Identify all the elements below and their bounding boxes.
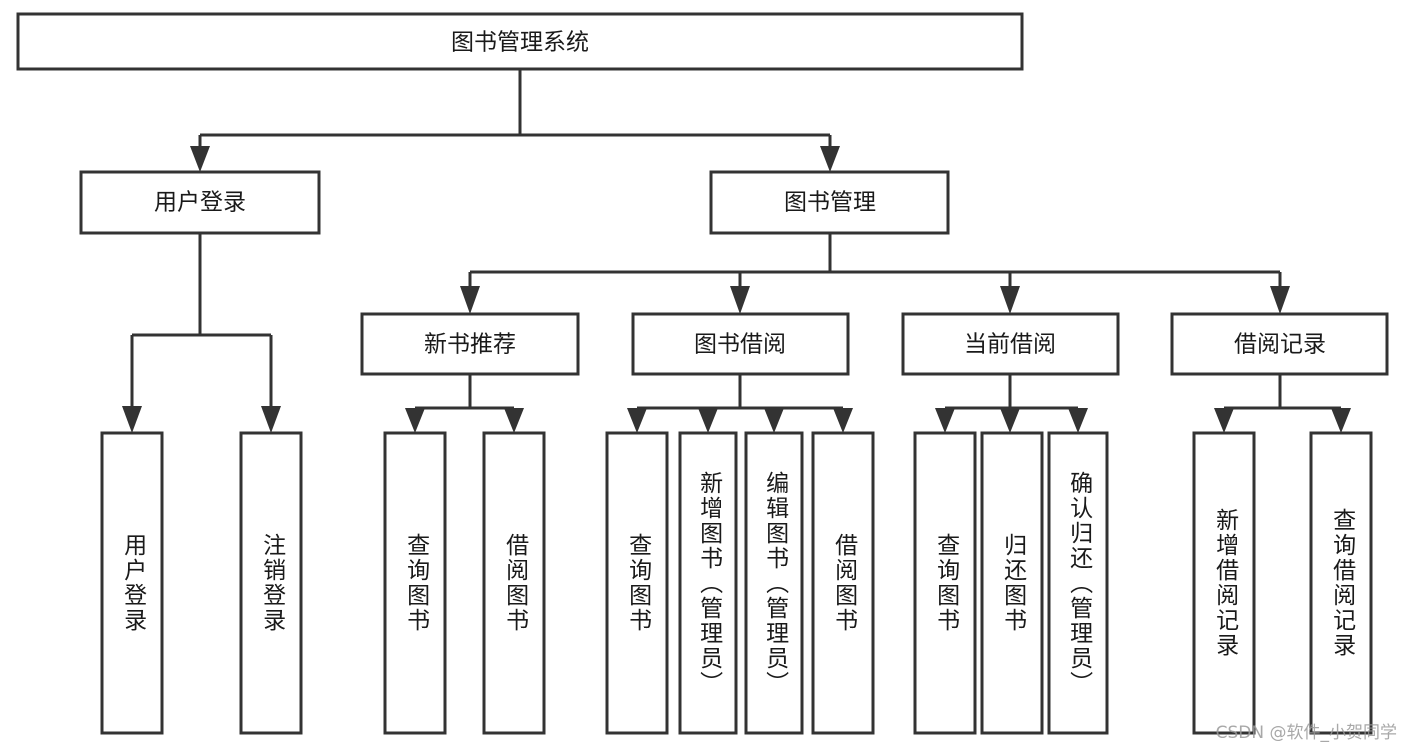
arrow-head-current-borrow bbox=[1000, 286, 1020, 314]
arrow-head-leaf-query-book-1 bbox=[405, 408, 425, 433]
node-book-borrow-label: 图书借阅 bbox=[694, 332, 786, 358]
node-book-manage-label: 图书管理 bbox=[784, 190, 876, 216]
node-root-box[interactable] bbox=[16, 12, 1024, 71]
node-user-login-label: 用户登录 bbox=[154, 190, 246, 216]
connector-group-book-borrow bbox=[627, 374, 853, 433]
node-user-login-box[interactable] bbox=[79, 170, 321, 235]
leaf-box-borrow-book-1[interactable] bbox=[482, 431, 546, 735]
node-new-book-recommend-label: 新书推荐 bbox=[424, 332, 516, 358]
leaf-box-user-logout[interactable] bbox=[239, 431, 303, 735]
arrow-head-leaf-confirm-return bbox=[1068, 408, 1088, 433]
arrow-head-leaf-borrow-book-2 bbox=[833, 408, 853, 433]
node-current-borrow-label: 当前借阅 bbox=[964, 332, 1056, 358]
leaf-box-user-login[interactable] bbox=[100, 431, 164, 735]
arrow-head-leaf-return-book bbox=[1000, 408, 1020, 433]
node-book-manage-box[interactable] bbox=[709, 170, 950, 235]
node-root[interactable]: 图书管理系统 bbox=[16, 12, 1024, 71]
connector-group-book-manage bbox=[460, 233, 1290, 314]
node-current-borrow-box[interactable] bbox=[901, 312, 1120, 376]
leaf-box-query-book-1[interactable] bbox=[383, 431, 447, 735]
leaf-box-query-record[interactable] bbox=[1309, 431, 1373, 735]
node-user-login[interactable]: 用户登录 bbox=[79, 170, 321, 235]
leaf-box-return-book[interactable] bbox=[980, 431, 1044, 735]
node-new-book-recommend[interactable]: 新书推荐 bbox=[360, 312, 580, 376]
arrow-head-book-manage bbox=[820, 146, 840, 172]
node-book-borrow-box[interactable] bbox=[631, 312, 850, 376]
connector-group-root bbox=[190, 69, 840, 172]
arrow-head-leaf-borrow-book-1 bbox=[504, 408, 524, 433]
arrow-head-leaf-query-record bbox=[1331, 408, 1351, 433]
node-book-borrow[interactable]: 图书借阅 bbox=[631, 312, 850, 376]
node-new-book-recommend-box[interactable] bbox=[360, 312, 580, 376]
node-borrow-record-label: 借阅记录 bbox=[1234, 332, 1326, 358]
arrow-head-leaf-edit-book bbox=[764, 408, 784, 433]
leaf-boxes bbox=[100, 431, 1373, 735]
node-root-label: 图书管理系统 bbox=[451, 30, 589, 56]
arrow-head-leaf-add-book bbox=[698, 408, 718, 433]
arrow-head-book-borrow bbox=[730, 286, 750, 314]
watermark-text: CSDN @软件_小贺同学 bbox=[1215, 723, 1397, 743]
arrow-head-leaf-add-record bbox=[1214, 408, 1234, 433]
leaf-box-edit-book[interactable] bbox=[744, 431, 804, 735]
arrow-head-leaf-query-book-2 bbox=[627, 408, 647, 433]
connector-group-new-book-recommend bbox=[405, 374, 524, 433]
leaf-box-confirm-return[interactable] bbox=[1047, 431, 1109, 735]
node-current-borrow[interactable]: 当前借阅 bbox=[901, 312, 1120, 376]
leaf-box-add-record[interactable] bbox=[1192, 431, 1256, 735]
leaf-box-add-book[interactable] bbox=[678, 431, 738, 735]
leaf-box-query-book-2[interactable] bbox=[605, 431, 669, 735]
connector-group-current-borrow bbox=[935, 374, 1088, 433]
arrow-head-new-book-recommend bbox=[460, 286, 480, 314]
arrow-head-leaf-user-logout bbox=[261, 406, 281, 433]
leaf-box-borrow-book-2[interactable] bbox=[811, 431, 875, 735]
arrow-head-user-login bbox=[190, 146, 210, 172]
node-book-manage[interactable]: 图书管理 bbox=[709, 170, 950, 235]
node-borrow-record-box[interactable] bbox=[1170, 312, 1389, 376]
arrow-head-leaf-query-book-3 bbox=[935, 408, 955, 433]
connector-group-user-login bbox=[122, 233, 281, 433]
arrow-head-leaf-user-login bbox=[122, 406, 142, 433]
connector-group-borrow-record bbox=[1214, 374, 1351, 433]
node-borrow-record[interactable]: 借阅记录 bbox=[1170, 312, 1389, 376]
leaf-box-query-book-3[interactable] bbox=[913, 431, 977, 735]
arrow-head-borrow-record bbox=[1270, 286, 1290, 314]
